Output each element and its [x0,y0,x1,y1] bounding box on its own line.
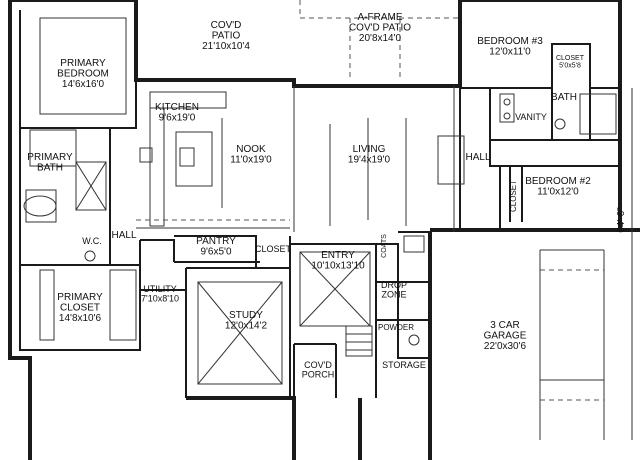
room-coats: COATS [381,234,388,258]
room-closet-entry: CLOSET [255,244,292,254]
room-label-line: 19'4x19'0 [348,155,391,166]
room-label-line: BEDROOM #3 [477,36,543,47]
room-label-line: PRIMARY [27,152,73,163]
room-label-line: 5'0x5'8 [559,62,581,69]
room-label-line: 10'10x13'10 [311,261,365,272]
room-label-line: W.C. [82,236,102,246]
room-label-line: 3 CAR [490,320,519,331]
room-label-line: CLOSET [556,55,585,62]
room-label-line: DROP [381,280,407,290]
room-label-line: CLOSET [255,244,292,254]
room-label-line: VANITY [515,112,547,122]
room-label-line: KITCHEN [155,102,199,113]
room-vanity: VANITY [515,112,547,122]
room-label-line: HALL [465,152,490,163]
room-label-line: 7'10x8'10 [141,294,179,304]
room-hall-right: HALL [465,152,490,163]
room-closet-vertical: CLOSET [509,180,518,212]
room-label-line: 11'0x12'0 [537,187,579,198]
room-bath: BATH [551,92,577,103]
room-label-line: UTILITY [143,284,177,294]
room-label-line: HALL [111,230,136,241]
room-label-line: 12'0x14'2 [225,321,268,332]
room-label-line: GARAGE [484,331,527,342]
room-label-line: LIVING [353,144,386,155]
room-label-line: A-FRAME [358,12,403,23]
room-label-line: 14'8x10'6 [59,313,102,324]
room-label-line: 14'6x16'0 [62,79,105,90]
interior-walls [19,10,620,398]
room-label-line: 12'0x11'0 [489,47,531,58]
room-label-line: BATH [551,92,577,103]
room-label-line: BEDROOM [57,69,109,80]
room-label-line: 21'10x10'4 [202,41,250,52]
room-label-line: BATH [37,163,63,174]
exterior-walls [8,0,640,460]
room-storage: STORAGE [382,360,426,370]
room-label-line: 22'0x30'6 [484,341,527,352]
room-label-line: PATIO [212,31,241,42]
room-label-line: PRIMARY [57,292,103,303]
room-label-line: ZONE [381,290,406,300]
room-label-line: COV'D [211,20,242,31]
overall-dimension-label: 64'-6" [616,207,627,233]
room-label-line: POWDER [378,323,414,332]
room-label-line: COV'D [304,360,332,370]
room-wc: W.C. [82,236,102,246]
room-label-line: ENTRY [321,250,355,261]
room-label-line: PORCH [302,370,335,380]
room-label-line: 9'6x19'0 [159,113,196,124]
room-label-line: PANTRY [196,236,236,247]
room-label-line: 20'8x14'0 [359,33,402,44]
room-label-line: COV'D PATIO [349,23,411,34]
room-label-line: 11'0x19'0 [230,155,272,166]
room-label-line: BEDROOM #2 [525,176,591,187]
room-powder: POWDER [378,323,414,332]
room-hall-left: HALL [111,230,136,241]
room-label-line: NOOK [236,144,266,155]
floor-details [23,0,633,440]
room-label-line: STUDY [229,310,263,321]
room-label-line: 9'6x5'0 [200,247,232,258]
room-label-line: CLOSET [509,180,518,212]
room-label-line: COATS [381,234,388,258]
room-label-line: PRIMARY [60,58,106,69]
room-label-line: STORAGE [382,360,426,370]
room-label-line: CLOSET [60,303,100,314]
